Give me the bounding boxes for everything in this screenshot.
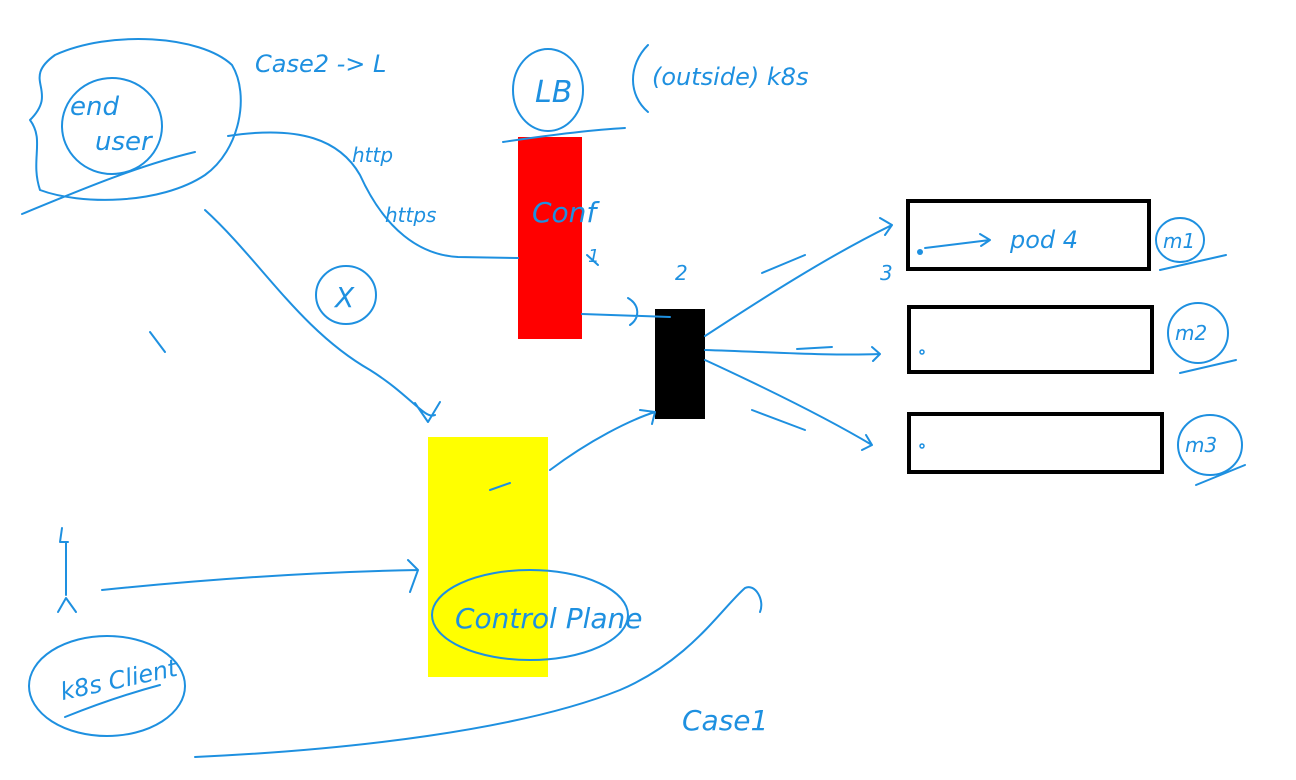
end-user-label-line1: end (70, 92, 119, 122)
lb-circle (512, 48, 584, 132)
m3-circle (1177, 414, 1243, 476)
case1-label: Case1 (682, 704, 768, 737)
m2-circle (1167, 302, 1229, 364)
m1-label: m1 (1163, 229, 1195, 253)
pod-dot-m1 (917, 249, 923, 255)
m3-underline (1195, 464, 1246, 486)
http-connection (227, 131, 519, 259)
case1-curve (194, 586, 763, 758)
router-to-m3 (704, 359, 873, 451)
pod-arrow (924, 233, 991, 249)
m2-label: m2 (1175, 321, 1207, 345)
k8s-client-underline (64, 684, 161, 718)
outside-k8s-label: (outside) k8s (652, 63, 809, 91)
node-box-m2 (907, 305, 1154, 374)
m1-underline (1159, 254, 1227, 271)
k8s-client-circle (28, 635, 186, 737)
control-plane-label: Control Plane (455, 602, 643, 635)
pod-dot-m2 (919, 349, 925, 355)
num3-label: 3 (880, 261, 893, 285)
router-block (655, 309, 705, 419)
node-box-m3 (907, 412, 1164, 474)
conf-label: Conf (532, 196, 600, 229)
end-user-label-line2: user (95, 127, 154, 157)
m1-circle (1155, 217, 1205, 263)
conf-block (518, 137, 582, 339)
case2-label: Case2 -> L (255, 50, 386, 78)
lb-underline (502, 127, 626, 143)
x-label: X (333, 281, 355, 314)
http-label: http (352, 143, 393, 167)
user-to-control-plane (204, 209, 441, 423)
outside-paren-left (632, 44, 649, 113)
client-to-control-plane (101, 559, 419, 593)
stick-figure (57, 527, 77, 613)
m2-underline (1179, 359, 1237, 374)
pod4-label: pod 4 (1009, 226, 1078, 254)
control-plane-to-router (549, 409, 656, 471)
end-user-head-outline (29, 37, 242, 201)
control-plane-block (428, 437, 548, 677)
https-label: https (385, 203, 436, 227)
pod-dot-m3 (919, 443, 925, 449)
end-user-underline (21, 151, 196, 215)
end-user-circle (61, 77, 163, 175)
router-to-m1 (704, 217, 893, 337)
control-plane-circle (431, 569, 629, 661)
tick-marks (149, 254, 833, 491)
num1-label: 1 (588, 246, 599, 267)
k8s-client-label: k8s Client (58, 654, 182, 706)
node-box-m1 (906, 199, 1151, 271)
conf-to-router-arrow (581, 297, 671, 326)
lb-label: LB (535, 75, 572, 110)
m3-label: m3 (1185, 433, 1217, 457)
router-to-m2 (704, 346, 881, 362)
x-circle (315, 265, 377, 325)
num2-label: 2 (675, 261, 688, 285)
